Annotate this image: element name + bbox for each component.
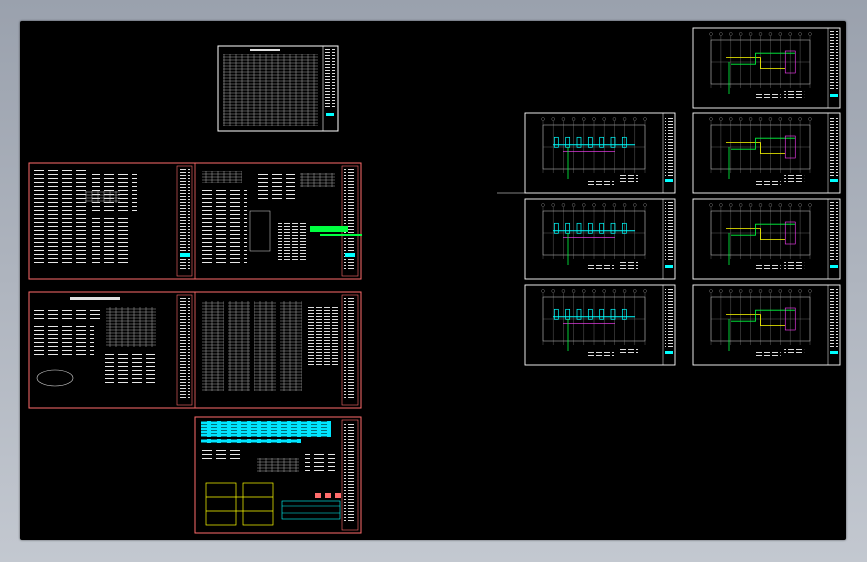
cad-model-space[interactable] [20, 21, 846, 540]
sheet-system-diagram[interactable] [194, 416, 362, 534]
sheet-floor-plan-b1[interactable] [692, 112, 841, 194]
sheet-floor-plan-a2[interactable] [524, 198, 676, 280]
floor-plan-sheets[interactable] [497, 27, 841, 366]
sheet-floor-plan-b2[interactable] [692, 198, 841, 280]
sheet-floor-plan-b3[interactable] [692, 284, 841, 366]
sheet-design-notes[interactable] [28, 162, 362, 280]
sheet-site-plan[interactable] [692, 27, 841, 109]
sheet-floor-plan-a1[interactable] [524, 112, 676, 194]
sheet-floor-plan-a3[interactable] [524, 284, 676, 366]
cad-drawing-canvas[interactable] [20, 21, 846, 540]
sheet-equipment-schedule[interactable] [28, 291, 362, 409]
sheet-drawing-index[interactable] [217, 45, 339, 132]
